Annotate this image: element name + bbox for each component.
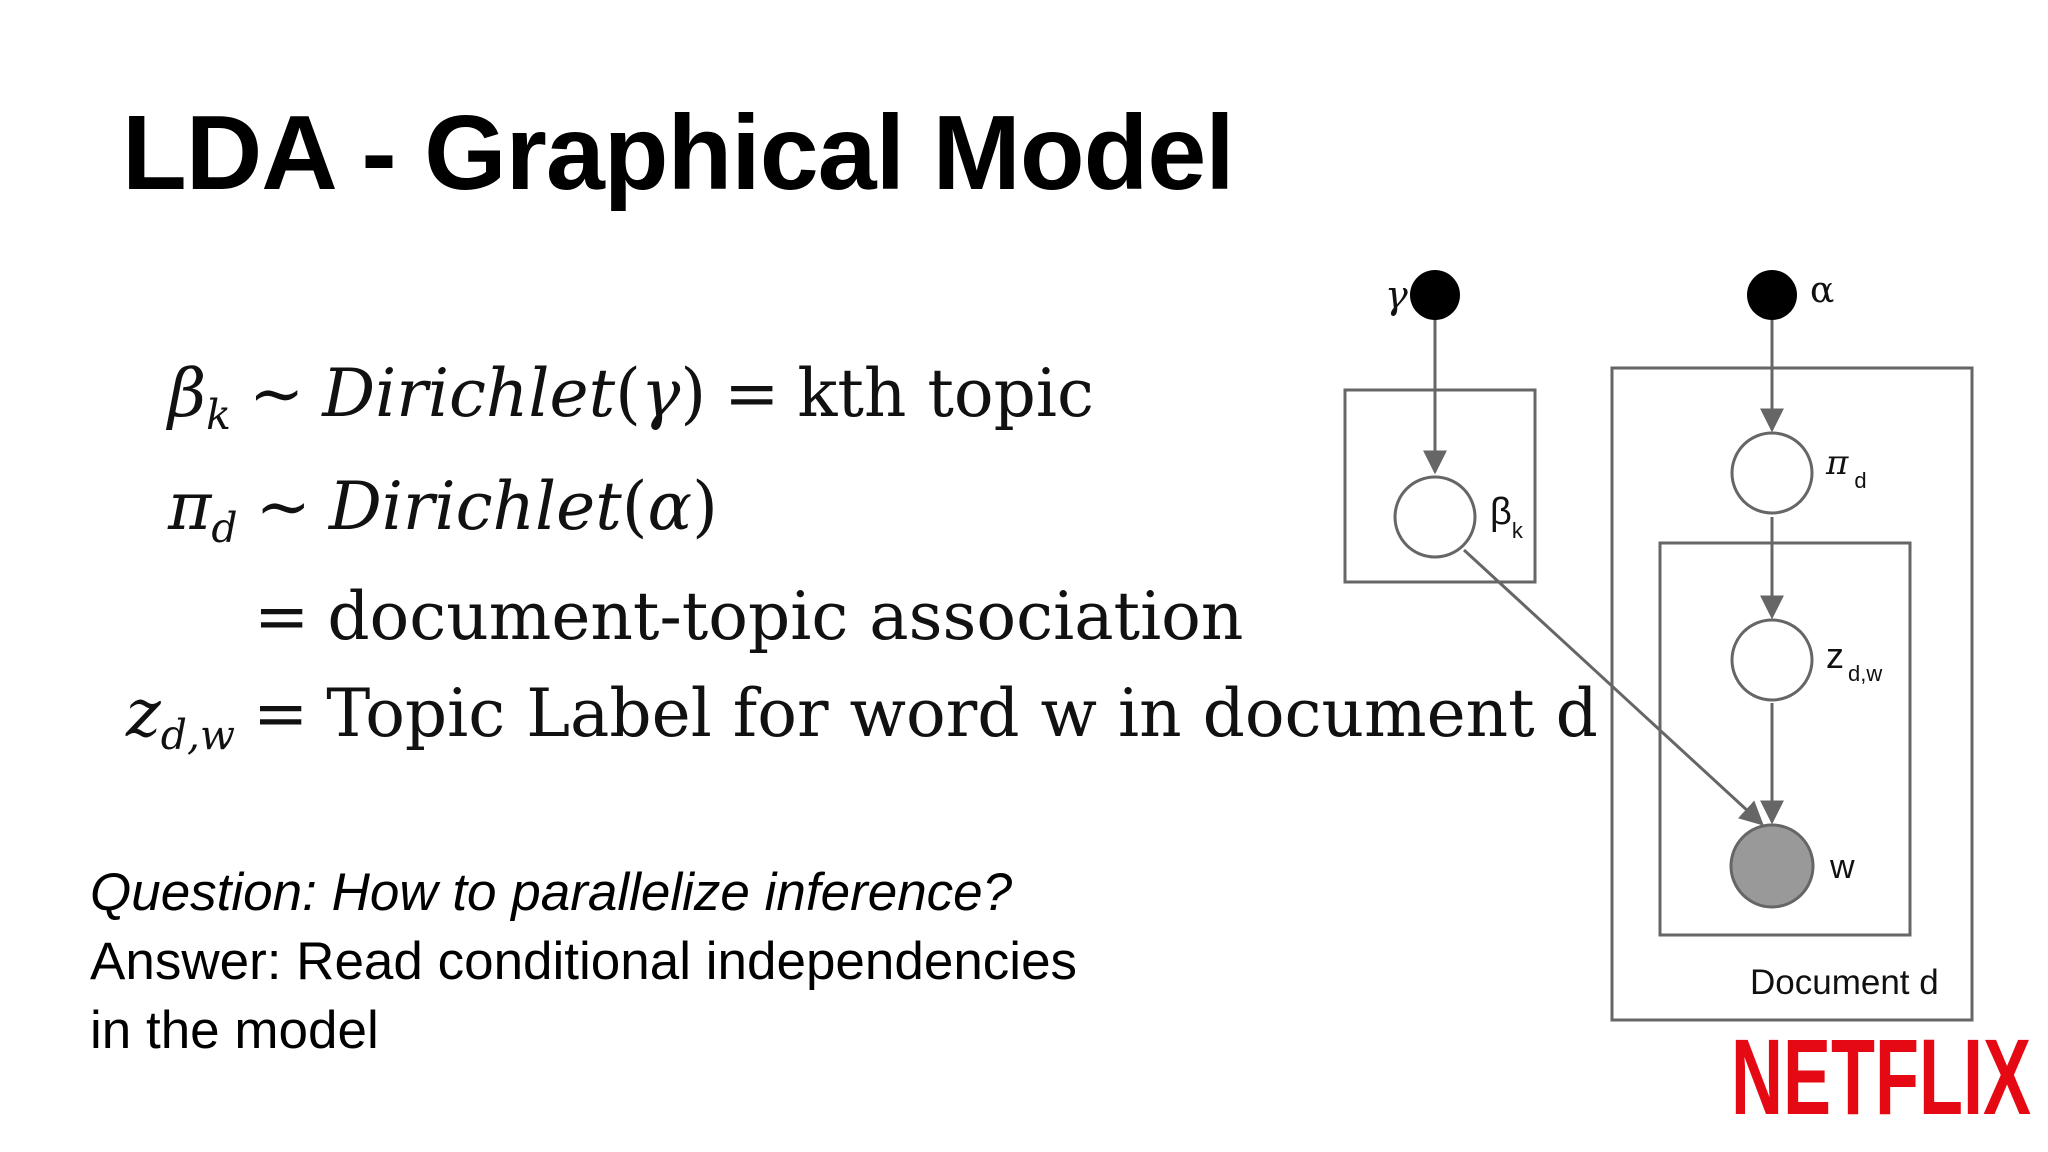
z-symbol: z — [126, 675, 161, 752]
z-description: Topic Label for word w in document d — [326, 675, 1598, 752]
w-label: w — [1829, 848, 1855, 886]
open-paren: ( — [615, 355, 641, 432]
sim-operator: ∼ — [248, 355, 305, 432]
alpha-label: α — [1810, 270, 1834, 311]
answer-line-1: Answer: Read conditional independencies — [90, 932, 1078, 991]
dirichlet-function: Dirichlet — [328, 468, 622, 545]
qa-block: Question: How to parallelize inference? … — [90, 858, 1077, 1065]
beta-subscript: k — [206, 391, 231, 440]
gamma-node — [1410, 270, 1460, 320]
gamma-label: γ — [1385, 273, 1408, 317]
edge-beta-w — [1462, 548, 1764, 826]
slide-title: LDA - Graphical Model — [122, 94, 1235, 212]
pi-label: π — [1825, 443, 1849, 483]
close-paren: ) — [680, 355, 707, 432]
alpha-argument: α — [647, 468, 693, 545]
equals-operator: = — [254, 578, 310, 655]
equation-z: zd,w =Topic Label for word w in document … — [126, 675, 1598, 759]
netflix-logo: NETFLIX — [1731, 1030, 2031, 1126]
gamma-argument: γ — [640, 355, 681, 432]
netflix-logo-text: NETFLIX — [1731, 1030, 2031, 1126]
z-node — [1730, 618, 1814, 702]
pi-symbol: π — [168, 468, 212, 545]
equation-beta: βk ∼Dirichlet(γ)=kth topic — [168, 355, 1094, 439]
open-paren: ( — [621, 468, 648, 545]
sim-operator: ∼ — [255, 468, 311, 545]
z-sub-label: d,w — [1848, 661, 1882, 686]
w-node — [1729, 823, 1815, 909]
beta-plate — [1343, 388, 1537, 584]
equals-operator: = — [252, 675, 309, 752]
document-plate — [1610, 366, 1974, 1022]
close-paren: ) — [692, 468, 718, 545]
equals-operator: = — [724, 355, 780, 432]
beta-node-label: βk — [1490, 491, 1524, 543]
pi-node — [1730, 431, 1814, 515]
beta-sub-label: k — [1512, 518, 1524, 543]
pi-subscript: d — [211, 504, 238, 553]
z-subscript: d,w — [160, 711, 235, 760]
answer-line-2: in the model — [90, 1001, 379, 1060]
equation-pi: πd ∼Dirichlet(α) — [168, 468, 718, 552]
z-label: z — [1826, 635, 1844, 676]
beta-description: kth topic — [797, 355, 1094, 432]
beta-label: β — [1490, 491, 1512, 533]
beta-node — [1393, 475, 1477, 559]
dirichlet-function: Dirichlet — [322, 355, 616, 432]
word-plate — [1658, 541, 1912, 937]
equation-assoc: =document-topic association — [236, 578, 1243, 655]
beta-symbol: β — [168, 355, 207, 432]
document-plate-label: Document d — [1750, 963, 1939, 1002]
pi-sub-label: d — [1854, 468, 1866, 493]
question-text: Question: How to parallelize inference? — [90, 863, 1013, 922]
alpha-node — [1747, 270, 1797, 320]
assoc-description: document-topic association — [327, 578, 1244, 655]
